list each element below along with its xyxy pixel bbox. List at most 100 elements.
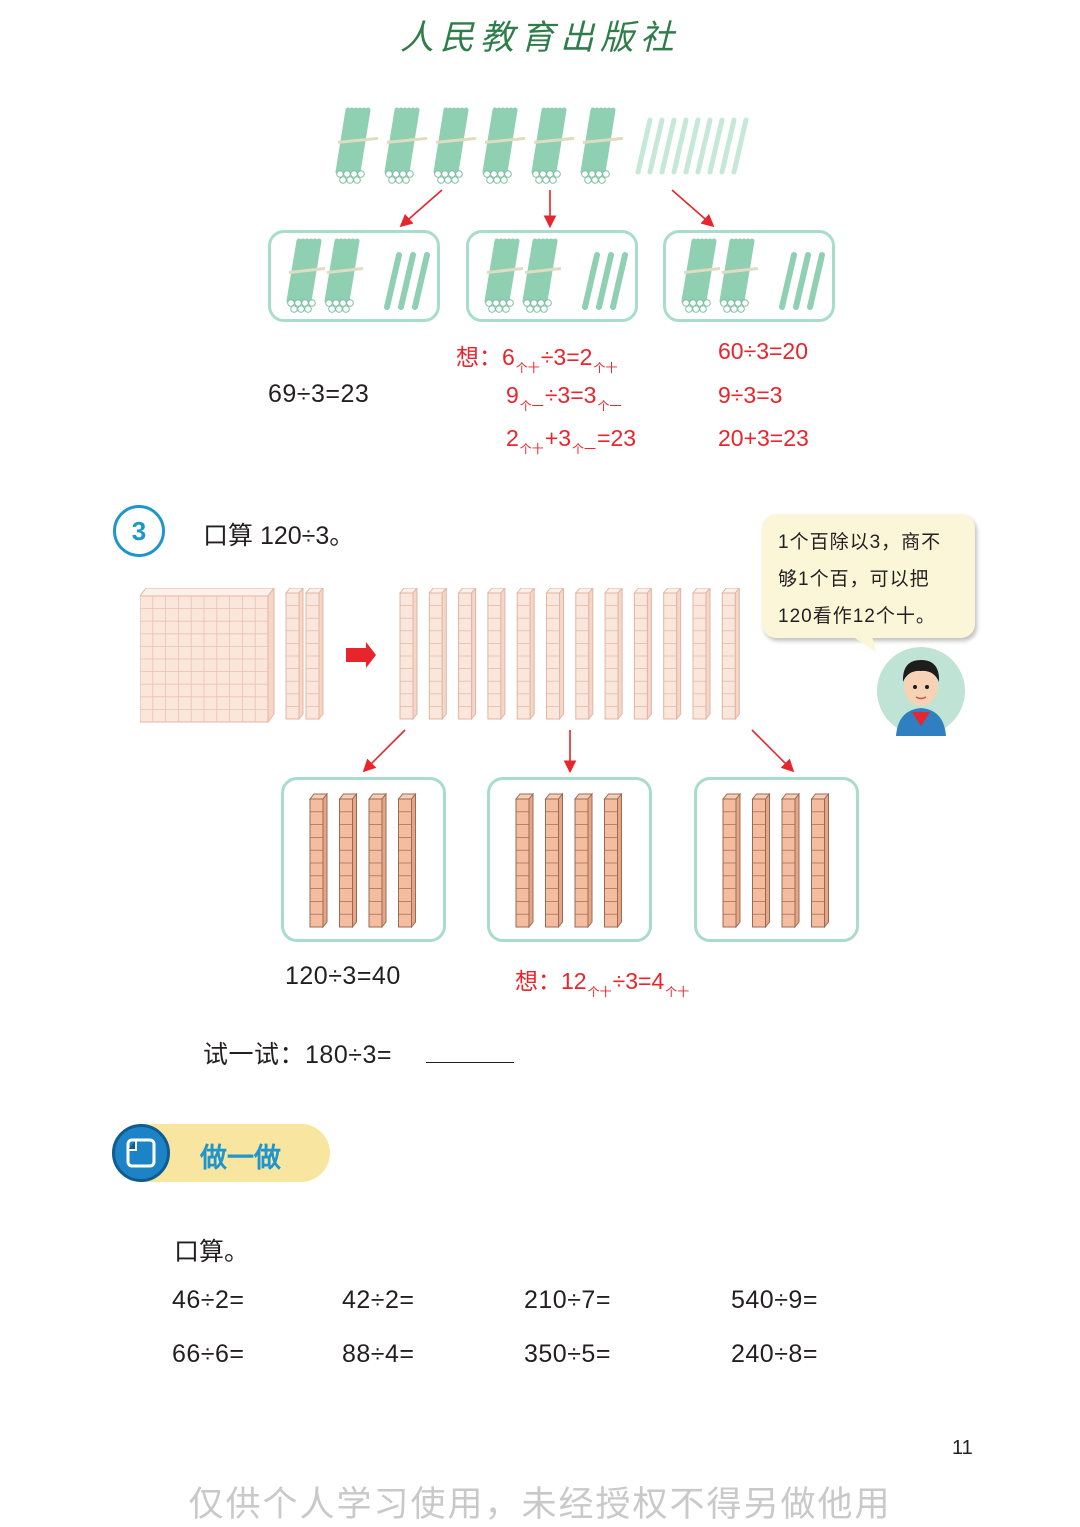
- try-equation: 180÷3=: [305, 1041, 392, 1069]
- single-stick: [779, 252, 797, 310]
- stick-bundle: [522, 238, 562, 313]
- single-stick: [412, 252, 430, 310]
- bubble-line-3: 120看作12个十。: [778, 606, 936, 627]
- sticks-illustration: [335, 107, 749, 184]
- single-stick: [707, 117, 725, 175]
- ten-rod: [721, 588, 740, 721]
- ten-rod: [573, 792, 594, 929]
- ten-rod: [308, 792, 329, 929]
- ten-rod: [810, 792, 830, 929]
- single-stick: [659, 117, 677, 175]
- exercise-1-4: 540÷9=: [731, 1286, 818, 1314]
- bubble-tail: [852, 636, 876, 652]
- stick-bundle: [580, 107, 624, 184]
- do-instruction: 口算。: [174, 1238, 250, 1266]
- tens-box-3: [694, 777, 859, 942]
- right-line-1: 60÷3=20: [718, 338, 809, 364]
- try-answer-blank[interactable]: [426, 1062, 514, 1063]
- single-stick: [384, 252, 402, 310]
- ten-rod: [604, 588, 623, 721]
- exercise-2-4: 240÷8=: [731, 1340, 818, 1368]
- single-stick: [683, 117, 701, 175]
- tens-box-1: [281, 777, 446, 942]
- example-number-badge: 3: [113, 505, 165, 557]
- boy-avatar: [877, 647, 965, 736]
- stick-bundle: [719, 238, 759, 313]
- ten-rod: [603, 792, 623, 929]
- think-line-1: 想：6个十÷3=2个十: [456, 344, 618, 375]
- stick-bundle: [681, 238, 721, 313]
- footer-watermark: 仅供个人学习使用，未经授权不得另做他用: [188, 1485, 892, 1524]
- ten-rod: [397, 792, 417, 929]
- stick-bundle: [484, 238, 524, 313]
- try-it-line: 试一试：180÷3=: [203, 1035, 392, 1071]
- stick-bundle: [384, 107, 428, 184]
- hundred-block: [140, 588, 275, 724]
- ten-rod: [751, 792, 771, 929]
- ten-rod: [516, 588, 535, 721]
- single-stick: [582, 252, 600, 310]
- exercise-2-2: 88÷4=: [342, 1340, 415, 1368]
- single-stick: [695, 117, 713, 175]
- stick-bundle: [531, 107, 575, 184]
- exercise-2-1: 66÷6=: [172, 1340, 245, 1368]
- ten-rod: [574, 588, 594, 721]
- stick-bundle: [433, 107, 477, 184]
- try-label: 试一试：: [203, 1041, 306, 1069]
- top-arrows: [399, 189, 715, 229]
- bubble-line-2: 够1个百，可以把: [778, 569, 930, 590]
- do-section-title: 做一做: [200, 1143, 281, 1174]
- group-box-3: [663, 230, 835, 322]
- group-box-1: [268, 230, 440, 322]
- ten-rod: [367, 792, 388, 929]
- ten-rod: [284, 588, 304, 721]
- bubble-line-1: 1个百除以3，商不: [778, 532, 942, 553]
- ten-rod: [428, 588, 447, 721]
- ten-rod: [721, 792, 742, 929]
- publisher-header: 人民教育出版社: [400, 18, 680, 58]
- ten-rod: [457, 588, 477, 721]
- exercise-1-2: 42÷2=: [342, 1286, 415, 1314]
- think-line-2: 9个一÷3=3个一: [506, 382, 622, 413]
- single-stick: [647, 117, 665, 175]
- right-line-2: 9÷3=3: [718, 382, 783, 408]
- ten-rod: [398, 588, 418, 721]
- ten-rod: [486, 588, 506, 721]
- exercise-2-3: 350÷5=: [524, 1340, 611, 1368]
- ten-rod: [514, 792, 535, 929]
- single-stick: [596, 252, 614, 310]
- ten-rod: [338, 792, 358, 929]
- stick-bundle: [335, 107, 379, 184]
- stick-bundle: [286, 238, 326, 313]
- example3-title: 口算 120÷3。: [203, 522, 355, 550]
- single-stick: [610, 252, 628, 310]
- single-stick: [719, 117, 737, 175]
- exercise-1-1: 46÷2=: [172, 1286, 245, 1314]
- right-line-3: 20+3=23: [718, 425, 809, 451]
- think-line-3: 2个十+3个一=23: [506, 425, 637, 456]
- ten-rod: [545, 588, 565, 721]
- do-section-icon: [112, 1124, 170, 1182]
- single-stick: [793, 252, 811, 310]
- ten-rod: [633, 588, 653, 721]
- single-stick: [731, 117, 749, 175]
- ten-rod: [304, 588, 324, 721]
- hint-speech-bubble: 1个百除以3，商不 够1个百，可以把 120看作12个十。: [762, 514, 975, 638]
- main-equation-69: 69÷3=23: [268, 380, 370, 408]
- middle-arrows: [362, 729, 795, 774]
- think-12-tens: 想：12个十÷3=4个十: [515, 968, 690, 999]
- exercise-1-3: 210÷7=: [524, 1286, 611, 1314]
- page-number: 11: [952, 1437, 973, 1459]
- group-box-2: [466, 230, 638, 322]
- ten-rod: [691, 588, 711, 721]
- hundred-block-illustration: [140, 588, 740, 724]
- stick-bundle: [324, 238, 364, 313]
- single-stick: [671, 117, 689, 175]
- main-equation-120: 120÷3=40: [285, 962, 401, 990]
- pencil-square-icon: [126, 1138, 156, 1168]
- tens-box-2: [487, 777, 652, 942]
- single-stick: [807, 252, 825, 310]
- stick-bundle: [482, 107, 526, 184]
- single-stick: [635, 117, 653, 175]
- ten-rod: [662, 588, 682, 721]
